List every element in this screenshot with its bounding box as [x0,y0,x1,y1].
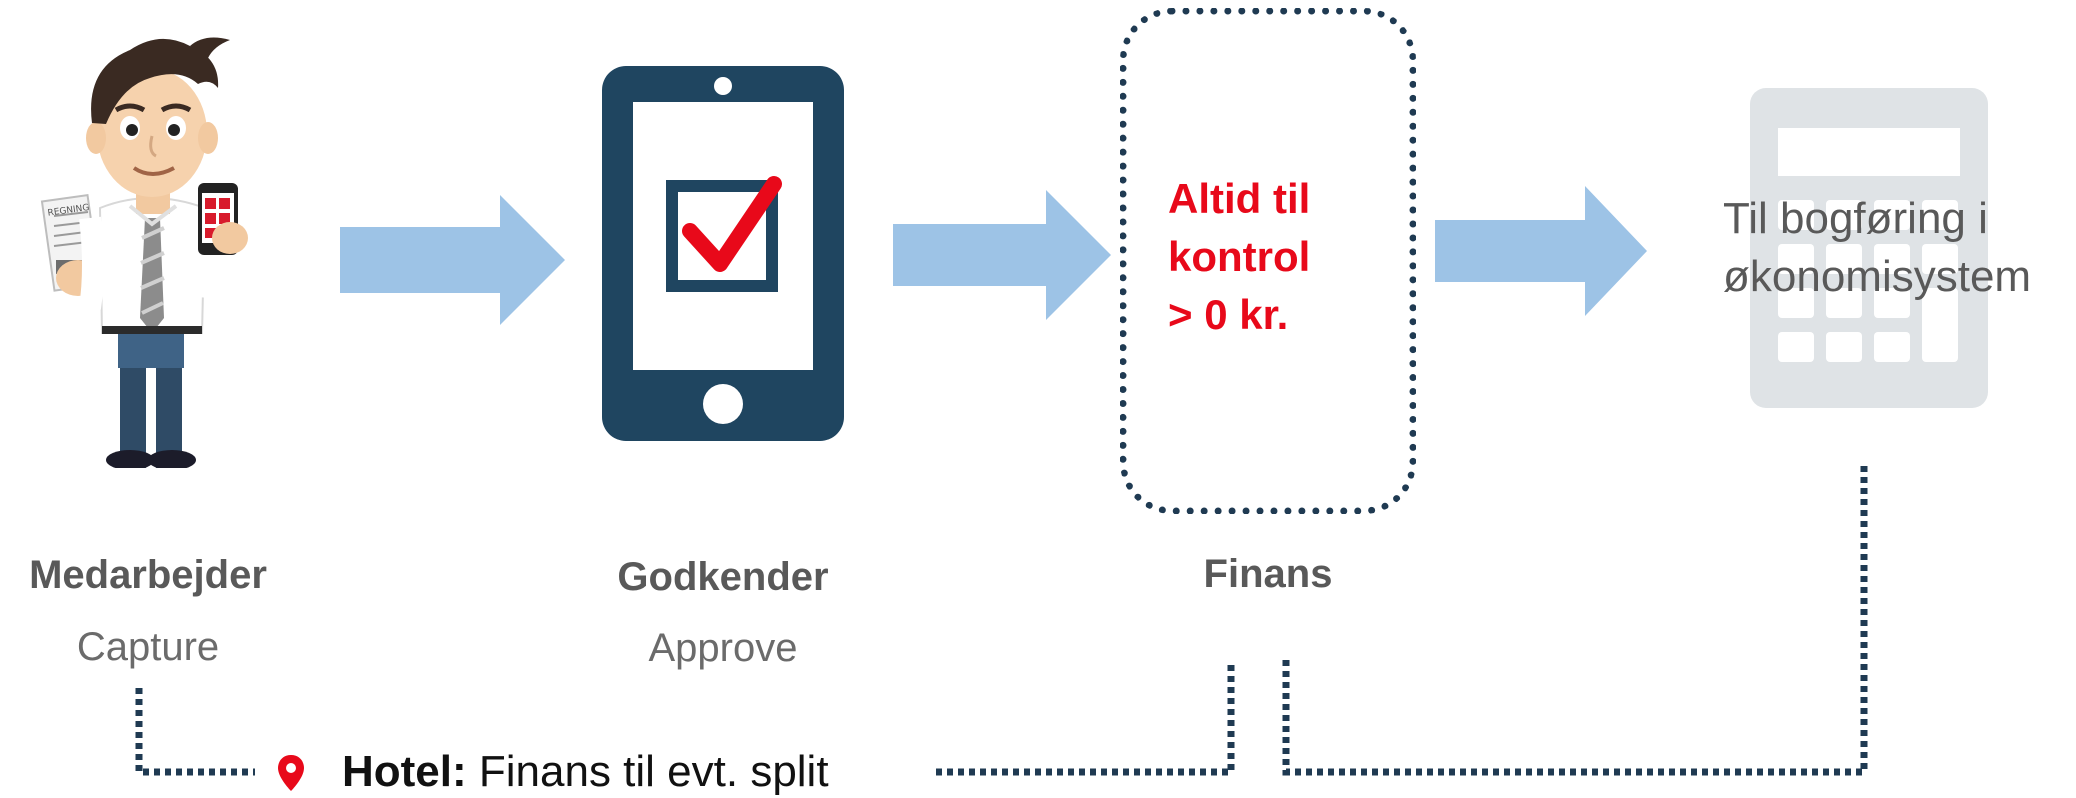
finans-line-1: Altid til [1168,175,1311,222]
stage-sub-capture: Capture [76,625,220,669]
calculator-icon [1750,88,1988,408]
stage-label-finans: Finans [1203,552,1333,596]
hotel-note: Hotel: Finans til evt. split [342,747,829,797]
hotel-note-text: Finans til evt. split [466,747,829,796]
flow-arrow-2 [893,190,1111,320]
finans-control-box [1120,8,1416,514]
bogforing-line-1: Til bogføring i [1723,194,1988,243]
stage-label-medarbejder: Medarbejder [29,553,267,597]
employee-illustration: REGNING [40,37,248,468]
bogforing-line-2: økonomisystem [1723,252,2032,301]
map-pin-icon [278,755,304,791]
stage-label-godkender: Godkender [617,555,829,599]
finans-control-text: Altid til kontrol > 0 kr. [1168,170,1310,344]
hotel-note-label: Hotel: [342,747,467,796]
flow-arrow-1 [340,195,565,325]
finans-line-3: > 0 kr. [1168,291,1289,338]
bogforing-text: Til bogføring i økonomisystem [1723,190,2031,306]
finans-line-2: kontrol [1168,233,1311,280]
stage-sub-approve: Approve [648,626,798,670]
flow-arrow-3 [1435,186,1647,316]
tablet-icon [602,66,844,441]
checkbox-icon [666,176,782,292]
